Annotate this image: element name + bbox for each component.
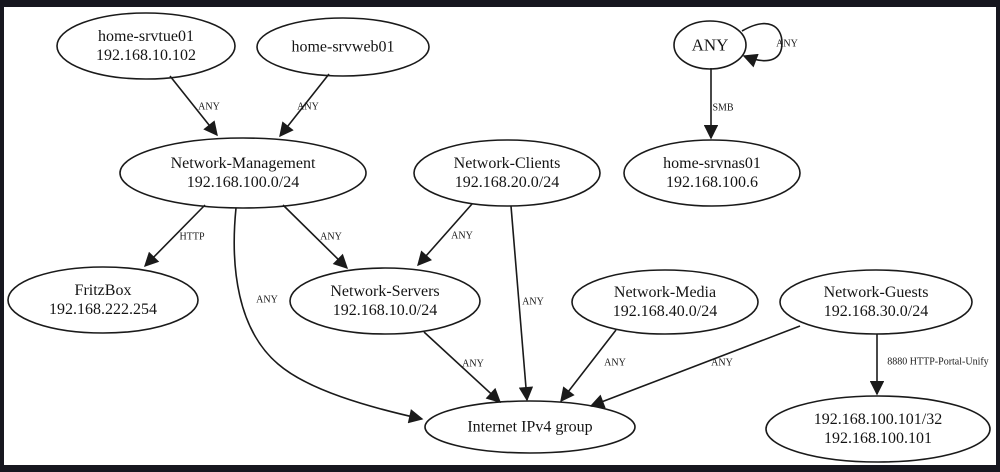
- node-network-guests: Network-Guests 192.168.30.0/24: [824, 283, 929, 321]
- node-ellipse-network-servers: [289, 267, 481, 335]
- edge-srvtue01-to-mgmt: [169, 75, 218, 137]
- node-label: 192.168.100.6: [665, 174, 758, 191]
- node-home-srvtue01: home-srvtue01 192.168.10.102: [96, 27, 196, 65]
- node-label: Internet IPv4 group: [467, 418, 593, 436]
- edge-mgmt-to-internet: [233, 207, 424, 424]
- node-ellipse-home-srvnas01: [623, 139, 801, 207]
- edge-srvweb01-to-mgmt: [279, 73, 330, 138]
- node-label: ANY: [691, 35, 729, 55]
- node-ellipse-fritzbox: [7, 266, 199, 334]
- node-ellipse-network-clients: [413, 139, 601, 207]
- node-label: 192.168.100.0/24: [186, 174, 300, 191]
- edge-clients-to-internet: [510, 205, 534, 402]
- edge-label-guests-unify: 8880 HTTP-Portal-Unify: [887, 356, 989, 368]
- node-label: 192.168.100.101: [823, 430, 932, 447]
- node-label: Network-Servers: [330, 283, 440, 300]
- edge-label-clients-internet: ANY: [522, 296, 544, 308]
- node-network-media: Network-Media 192.168.40.0/24: [613, 283, 717, 321]
- node-label: 192.168.222.254: [49, 301, 157, 318]
- edge-media-to-internet: [560, 329, 617, 403]
- node-label: Network-Guests: [823, 284, 929, 301]
- node-ellipse-network-media: [571, 269, 759, 335]
- node-ellipse-unify-portal-host: [765, 395, 991, 463]
- edge-servers-to-internet: [423, 331, 502, 403]
- edge-label-any-srvnas01: SMB: [712, 102, 734, 114]
- edge-label-mgmt-internet: ANY: [256, 294, 278, 306]
- edge-label-clients-servers: ANY: [451, 230, 473, 242]
- node-label: 192.168.40.0/24: [612, 303, 718, 320]
- node-label: Network-Clients: [453, 155, 561, 172]
- node-label: Network-Management: [170, 155, 316, 172]
- node-label: 192.168.100.101/32: [813, 411, 943, 428]
- node-label: 192.168.30.0/24: [823, 303, 929, 320]
- edge-label-guests-internet: ANY: [711, 357, 733, 369]
- node-label: 192.168.10.0/24: [332, 302, 438, 319]
- node-ellipse-home-srvweb01: [256, 17, 430, 77]
- node-label: FritzBox: [74, 282, 132, 299]
- edge-label-media-internet: ANY: [604, 357, 626, 369]
- node-ellipse-any: [673, 20, 747, 70]
- edge-label-mgmt-servers: ANY: [320, 231, 342, 243]
- node-ellipse-network-management: [119, 137, 367, 209]
- edge-label-any-self-loop: ANY: [776, 38, 798, 50]
- edge-label-mgmt-fritzbox: HTTP: [179, 231, 205, 243]
- edge-guests-to-internet: [589, 325, 801, 409]
- node-label: 192.168.10.102: [96, 47, 196, 64]
- node-label: home-srvnas01: [663, 155, 761, 172]
- edge-clients-to-servers: [417, 203, 473, 267]
- node-ellipse-home-srvtue01: [56, 12, 236, 80]
- node-home-srvweb01: home-srvweb01: [291, 38, 394, 57]
- node-label: home-srvtue01: [98, 28, 194, 45]
- node-network-servers: Network-Servers 192.168.10.0/24: [330, 282, 439, 320]
- node-internet-ipv4-group: Internet IPv4 group: [467, 418, 592, 437]
- node-ellipse-network-guests: [779, 269, 973, 335]
- node-fritzbox: FritzBox 192.168.222.254: [49, 281, 157, 319]
- node-network-clients: Network-Clients 192.168.20.0/24: [454, 154, 561, 192]
- edge-label-srvweb01-mgmt: ANY: [297, 101, 319, 113]
- node-label: 192.168.20.0/24: [454, 174, 560, 191]
- edge-any-self-loop: [741, 22, 783, 68]
- node-unify-portal-host: 192.168.100.101/32 192.168.100.101: [814, 410, 942, 448]
- edge-label-srvtue01-mgmt: ANY: [198, 101, 220, 113]
- node-any: ANY: [692, 36, 729, 55]
- node-label: home-srvweb01: [291, 38, 395, 56]
- edge-mgmt-to-fritzbox: [143, 204, 206, 268]
- edge-mgmt-to-servers: [282, 204, 349, 270]
- node-home-srvnas01: home-srvnas01 192.168.100.6: [663, 154, 761, 192]
- node-network-management: Network-Management 192.168.100.0/24: [171, 154, 316, 192]
- edge-label-servers-internet: ANY: [462, 358, 484, 370]
- node-label: Network-Media: [613, 284, 717, 301]
